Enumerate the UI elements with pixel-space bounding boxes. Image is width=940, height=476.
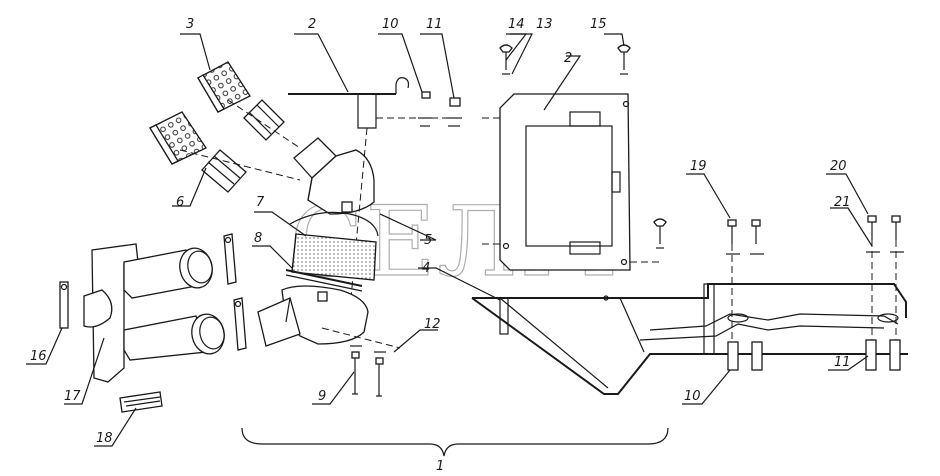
part-7-filter-element xyxy=(289,211,379,281)
callout-13: 13 xyxy=(536,17,553,32)
lower-housing xyxy=(257,285,369,347)
callout-17: 17 xyxy=(64,389,81,404)
clamp-upper xyxy=(223,233,237,285)
part-18-rubber-cap xyxy=(119,391,163,413)
callout-18: 18 xyxy=(96,431,113,446)
leader-lines xyxy=(26,33,873,447)
callout-3: 3 xyxy=(186,17,194,32)
upper-housing xyxy=(288,77,410,215)
callout-8: 8 xyxy=(254,231,262,246)
callout-9: 9 xyxy=(318,389,326,404)
callout-11-upper: 11 xyxy=(426,17,443,32)
part-15-screw xyxy=(617,44,631,75)
callout-1: 1 xyxy=(436,459,444,474)
callout-12: 12 xyxy=(424,317,441,332)
sleeve-upper xyxy=(243,99,285,141)
clamp-lower xyxy=(233,297,247,351)
callout-6: 6 xyxy=(176,195,184,210)
callout-10-lower: 10 xyxy=(684,389,701,404)
callout-16: 16 xyxy=(30,349,47,364)
callout-4: 4 xyxy=(422,261,430,276)
part-6-filter-screen xyxy=(149,111,207,165)
callout-5: 5 xyxy=(424,233,432,248)
side-screw xyxy=(653,218,667,249)
part-12-bolt xyxy=(374,351,386,397)
callout-14: 14 xyxy=(508,17,525,32)
brace-part-1 xyxy=(241,427,669,457)
part-8-gasket xyxy=(285,269,363,292)
part-14-screw xyxy=(499,44,513,75)
part-9-bolt xyxy=(350,345,362,395)
callout-20: 20 xyxy=(830,159,847,174)
part-20-21-bolts xyxy=(866,215,904,253)
part-2-cover-plate xyxy=(499,93,631,271)
callout-10-upper: 10 xyxy=(382,17,399,32)
part-10-11-fasteners-upper xyxy=(418,91,462,127)
part-3-filter-screen xyxy=(197,61,251,113)
callout-11-lower: 11 xyxy=(834,355,851,370)
callout-2-cover-plate: 2 xyxy=(564,51,572,66)
callout-19: 19 xyxy=(690,159,707,174)
callout-21: 21 xyxy=(834,195,851,210)
part-17-manifold xyxy=(83,243,225,383)
part-10-11-nuts-lower xyxy=(727,339,901,371)
callout-labels: 3 2 10 11 14 13 15 2 6 7 8 5 4 12 9 16 1… xyxy=(30,17,851,474)
callout-2-upper-housing: 2 xyxy=(308,17,316,32)
part-1-base-duct xyxy=(471,283,908,395)
sleeve-lower xyxy=(201,149,247,193)
callout-15: 15 xyxy=(590,17,607,32)
part-16-bracket xyxy=(59,281,69,329)
callout-7: 7 xyxy=(256,195,265,210)
part-19-bolts xyxy=(726,219,764,255)
